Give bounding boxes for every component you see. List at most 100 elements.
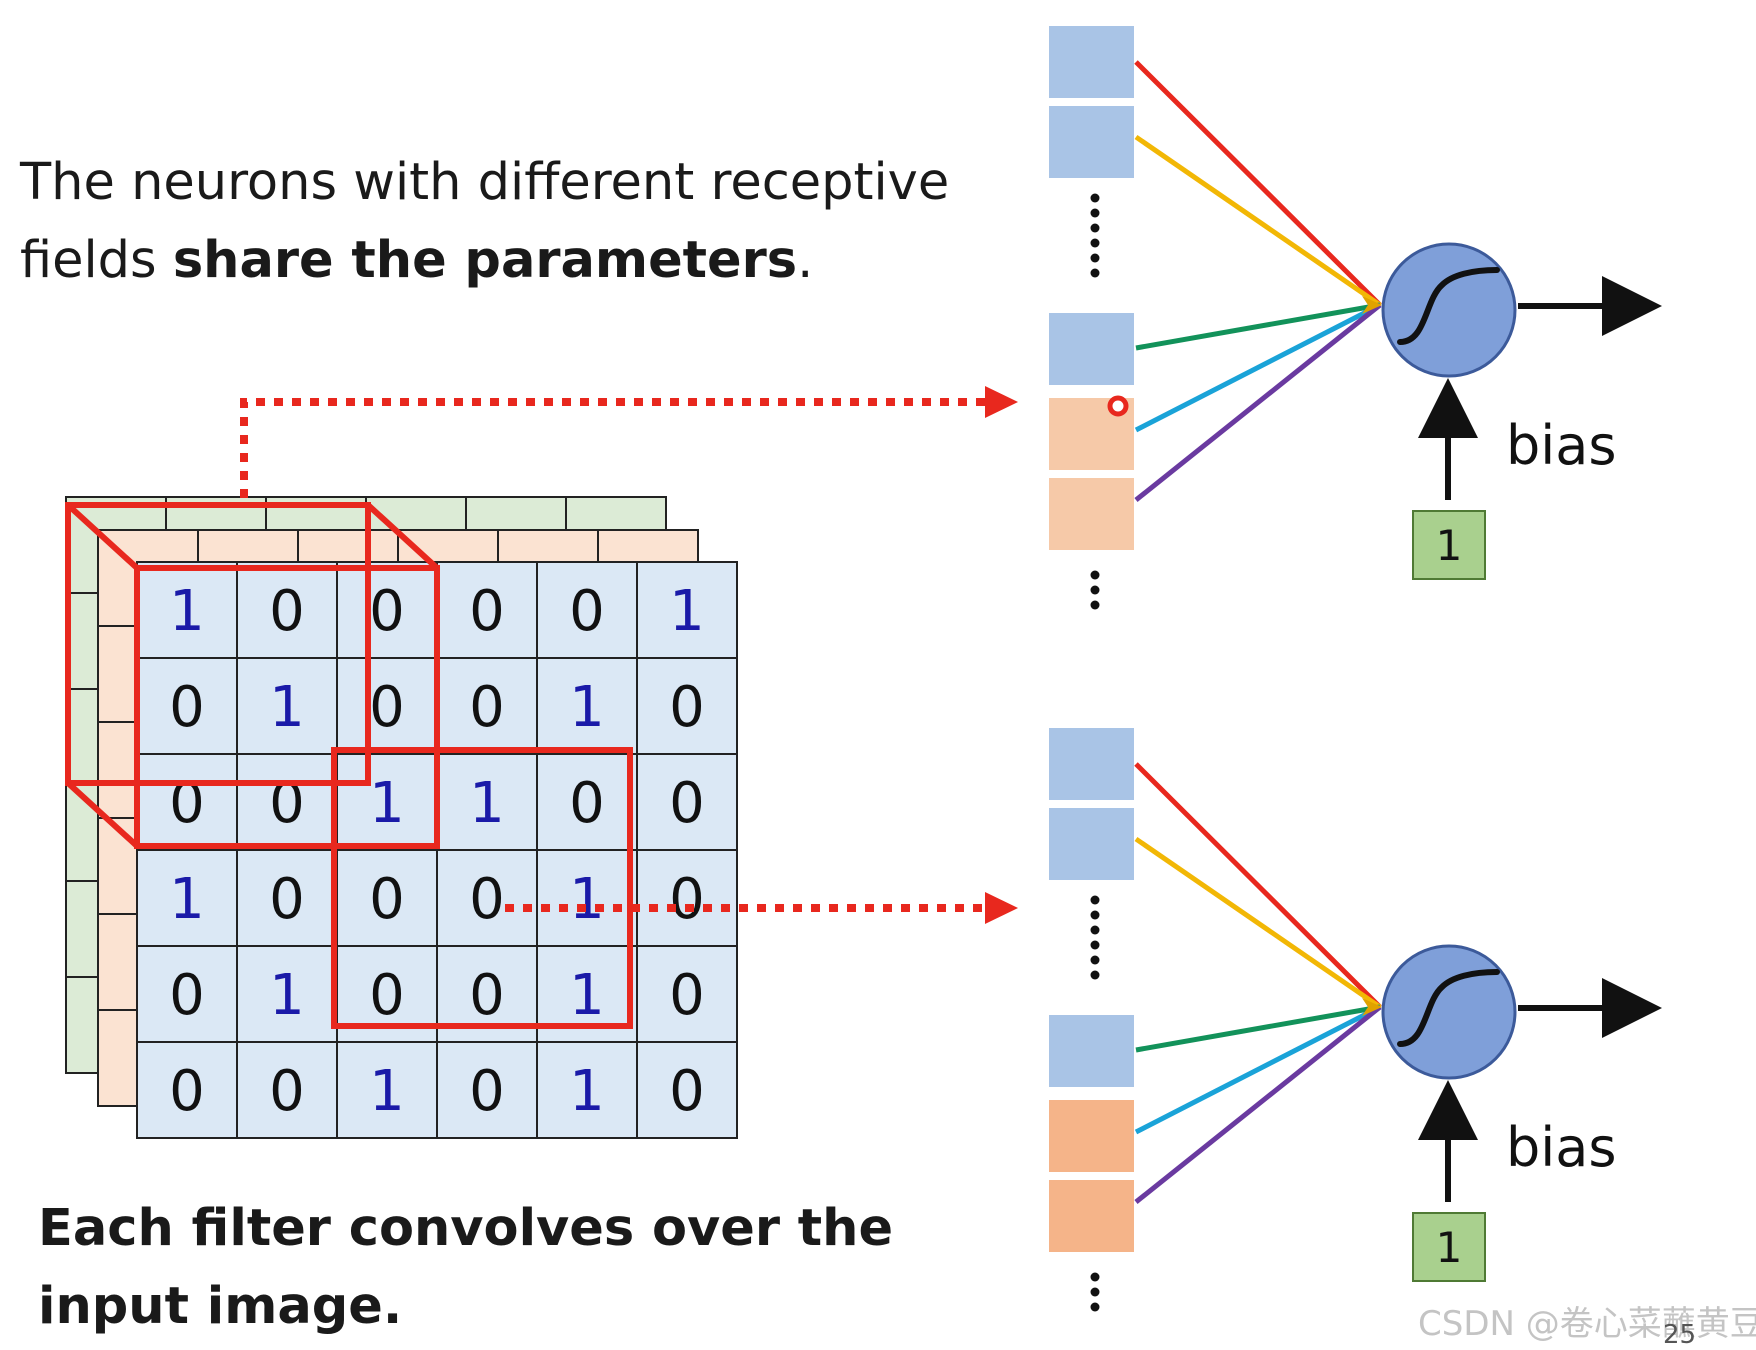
weight-connection [1134, 60, 1382, 307]
matrix-value: 0 [169, 675, 205, 740]
matrix-value: 1 [569, 1059, 605, 1124]
front-cell [136, 753, 238, 851]
bias-label: bias [1506, 1116, 1617, 1179]
input-unit [1049, 106, 1134, 178]
matrix-value: 1 [269, 675, 305, 740]
dotted-link-top [240, 398, 988, 498]
ellipsis-dot [1090, 1272, 1100, 1282]
front-cell [636, 945, 738, 1043]
dotted-connections [240, 386, 1018, 924]
matrix-value: 0 [369, 579, 405, 644]
matrix-value: 0 [369, 675, 405, 740]
matrix-value: 0 [669, 867, 705, 932]
matrix-value: 0 [469, 675, 505, 740]
front-cell [636, 657, 738, 755]
page-number: 25 [1663, 1320, 1697, 1350]
weight-connection [1134, 1004, 1382, 1135]
front-cell [336, 561, 438, 659]
receptive-field-top-back [65, 502, 371, 786]
caption-top-bold: share the parameters [172, 231, 798, 290]
front-cell [436, 849, 538, 947]
caption-top-period: . [797, 231, 814, 290]
weight-connection [1134, 134, 1382, 308]
caption-top-text: The neurons with different receptive fie… [20, 153, 950, 290]
ellipsis-dot [1090, 600, 1100, 610]
receptive-field-top-front [134, 565, 440, 849]
input-unit [1049, 728, 1134, 800]
matrix-value: 1 [369, 1059, 405, 1124]
input-unit [1049, 1015, 1134, 1087]
matrix-value: 1 [569, 867, 605, 932]
matrix-value: 1 [569, 675, 605, 740]
front-cell [336, 1041, 438, 1139]
matrix-value: 0 [169, 963, 205, 1028]
front-cell [136, 657, 238, 755]
matrix-value: 0 [269, 867, 305, 932]
weight-arrowhead [1362, 296, 1382, 314]
sigmoid-icon [1397, 267, 1500, 345]
ellipsis-dot [1090, 268, 1100, 278]
ellipsis-dot [1090, 1287, 1100, 1297]
matrix-value: 0 [269, 579, 305, 644]
ellipsis-dot [1090, 193, 1100, 203]
front-cell [136, 945, 238, 1043]
matrix-value: 1 [669, 579, 705, 644]
neuron-body [1381, 242, 1517, 378]
input-unit [1049, 26, 1134, 98]
front-cell [236, 945, 338, 1043]
ellipsis-dot [1090, 925, 1100, 935]
front-cell [536, 1041, 638, 1139]
weight-connection [1134, 836, 1382, 1010]
matrix-value: 0 [469, 963, 505, 1028]
ellipsis-dot [1090, 895, 1100, 905]
matrix-value: 1 [169, 579, 205, 644]
ellipsis-dot [1090, 253, 1100, 263]
bias-input-value: 1 [1436, 521, 1463, 570]
input-unit [1049, 1180, 1134, 1252]
matrix-value: 0 [669, 963, 705, 1028]
matrix-value: 0 [169, 1059, 205, 1124]
ellipsis-dot [1090, 1302, 1100, 1312]
matrix-value: 0 [369, 867, 405, 932]
bias-input-value: 1 [1436, 1223, 1463, 1272]
matrix-value: 0 [469, 579, 505, 644]
matrix-value: 1 [169, 867, 205, 932]
ellipsis-dot [1090, 585, 1100, 595]
front-cell [536, 753, 638, 851]
receptive-field-edge [65, 780, 140, 849]
front-cell [336, 657, 438, 755]
weight-connection [1135, 302, 1381, 351]
receptive-field-bottom [331, 747, 633, 1029]
matrix-value: 0 [469, 867, 505, 932]
weight-connection [1134, 762, 1382, 1009]
weight-connection [1135, 1004, 1381, 1053]
front-cell [536, 561, 638, 659]
front-cell [136, 1041, 238, 1139]
matrix-value: 1 [369, 771, 405, 836]
receptive-field-edge [65, 502, 140, 571]
input-unit [1049, 313, 1134, 385]
ellipsis-dot [1090, 910, 1100, 920]
bias-input-box [1412, 1212, 1486, 1282]
matrix-value: 0 [669, 1059, 705, 1124]
front-cell [236, 753, 338, 851]
ellipsis-dot [1090, 955, 1100, 965]
ellipsis-dot [1090, 570, 1100, 580]
front-cell [636, 753, 738, 851]
neuron-bottom: bias 1 [1049, 728, 1662, 1312]
dotted-arrowhead-top [985, 386, 1018, 418]
input-unit [1049, 808, 1134, 880]
watermark: CSDN @卷心菜蘸黄豆 [1418, 1304, 1756, 1344]
weight-arrowhead [1362, 998, 1382, 1016]
weight-connection [1134, 303, 1382, 502]
matrix-value: 1 [469, 771, 505, 836]
matrix-value: 1 [569, 963, 605, 1028]
front-cell [536, 657, 638, 755]
ellipsis-dot [1090, 940, 1100, 950]
front-cell [136, 849, 238, 947]
matrix-value: 0 [369, 963, 405, 1028]
matrix-value: 0 [569, 771, 605, 836]
matrix-value: 0 [269, 1059, 305, 1124]
matrix-value: 1 [269, 963, 305, 1028]
